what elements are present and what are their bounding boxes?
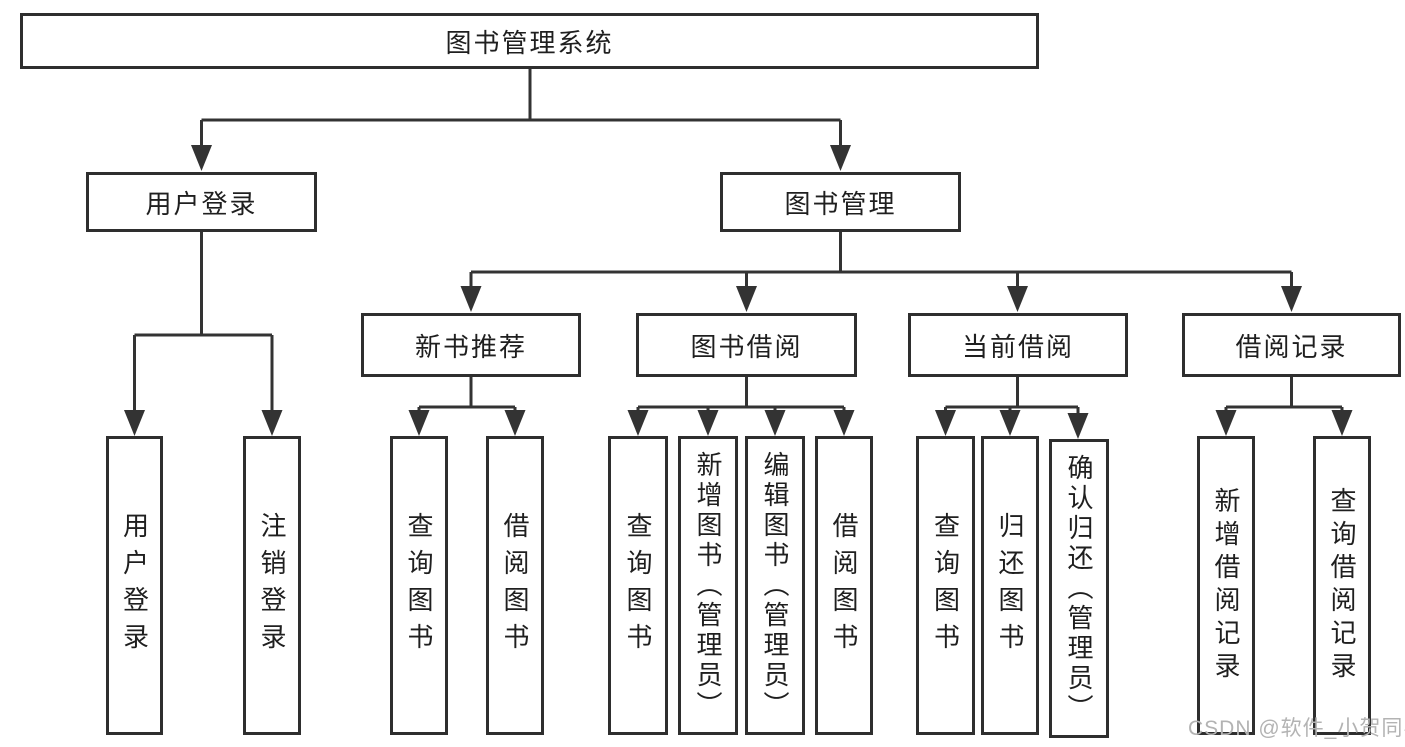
leaf-return-book: 归还图书 xyxy=(981,436,1039,735)
arrow-down-icon xyxy=(191,145,212,171)
node-label: 当前借阅 xyxy=(961,331,1074,362)
arrowheads xyxy=(124,145,1353,439)
arrow-down-icon xyxy=(460,286,482,312)
arrow-down-icon xyxy=(261,410,283,436)
leaf-query-book: 查询图书 xyxy=(916,436,975,735)
leaf-label: 查询借阅记录 xyxy=(1327,486,1357,685)
leaf-query-book: 查询图书 xyxy=(608,436,668,735)
leaf-user-login: 用户登录 xyxy=(106,436,163,735)
csdn-watermark: CSDN @软件_小贺同学 xyxy=(1188,717,1405,740)
node-root-label: 图书管理系统 xyxy=(445,27,614,58)
leaf-query-borrow-record: 查询借阅记录 xyxy=(1313,436,1371,735)
node-book-borrow: 图书借阅 xyxy=(636,313,857,377)
arrow-down-icon xyxy=(504,410,526,436)
leaf-logout: 注销登录 xyxy=(243,436,301,735)
arrow-down-icon xyxy=(736,286,757,312)
node-current-borrow: 当前借阅 xyxy=(908,313,1128,377)
leaf-label: 新增借阅记录 xyxy=(1211,486,1241,685)
node-new-book-recommend: 新书推荐 xyxy=(361,313,581,377)
leaf-label: 用户登录 xyxy=(119,511,150,660)
node-book-management: 图书管理 xyxy=(720,172,961,232)
arrow-down-icon xyxy=(1215,410,1237,436)
arrow-down-icon xyxy=(627,410,649,436)
leaf-label: 编辑图书（管理员） xyxy=(760,450,790,721)
leaf-label: 借阅图书 xyxy=(829,511,859,660)
leaf-label: 借阅图书 xyxy=(500,511,530,660)
node-label: 借阅记录 xyxy=(1235,331,1348,362)
arrow-down-icon xyxy=(1067,413,1089,439)
leaf-label: 归还图书 xyxy=(995,511,1025,660)
arrow-down-icon xyxy=(830,145,851,171)
arrow-down-icon xyxy=(697,410,719,436)
node-label: 图书借阅 xyxy=(690,331,803,362)
node-root: 图书管理系统 xyxy=(20,13,1039,69)
leaf-label: 查询图书 xyxy=(930,511,961,660)
arrow-down-icon xyxy=(1007,286,1028,312)
node-borrow-record: 借阅记录 xyxy=(1182,313,1401,377)
arrow-down-icon xyxy=(408,410,430,436)
leaf-add-book-admin: 新增图书（管理员） xyxy=(678,436,738,735)
leaf-label: 新增图书（管理员） xyxy=(693,450,723,721)
leaf-label: 查询图书 xyxy=(404,511,434,660)
leaf-label: 查询图书 xyxy=(623,511,653,660)
arrow-down-icon xyxy=(935,410,956,436)
leaf-add-borrow-record: 新增借阅记录 xyxy=(1197,436,1255,735)
node-label: 新书推荐 xyxy=(414,331,527,362)
arrow-down-icon xyxy=(833,410,855,436)
arrow-down-icon xyxy=(1281,286,1302,312)
leaf-query-book: 查询图书 xyxy=(390,436,448,735)
leaf-label: 注销登录 xyxy=(257,511,287,660)
leaf-confirm-return-admin: 确认归还（管理员） xyxy=(1049,439,1109,738)
leaf-label: 确认归还（管理员） xyxy=(1064,453,1094,724)
leaf-borrow-book: 借阅图书 xyxy=(486,436,544,735)
node-label: 图书管理 xyxy=(784,188,897,219)
leaf-borrow-book: 借阅图书 xyxy=(815,436,873,735)
arrow-down-icon xyxy=(764,410,786,436)
node-user-login-branch: 用户登录 xyxy=(86,172,317,232)
leaf-edit-book-admin: 编辑图书（管理员） xyxy=(745,436,805,735)
arrow-down-icon xyxy=(999,410,1021,436)
arrow-down-icon xyxy=(1331,410,1353,436)
arrow-down-icon xyxy=(124,410,145,436)
node-label: 用户登录 xyxy=(145,188,258,219)
